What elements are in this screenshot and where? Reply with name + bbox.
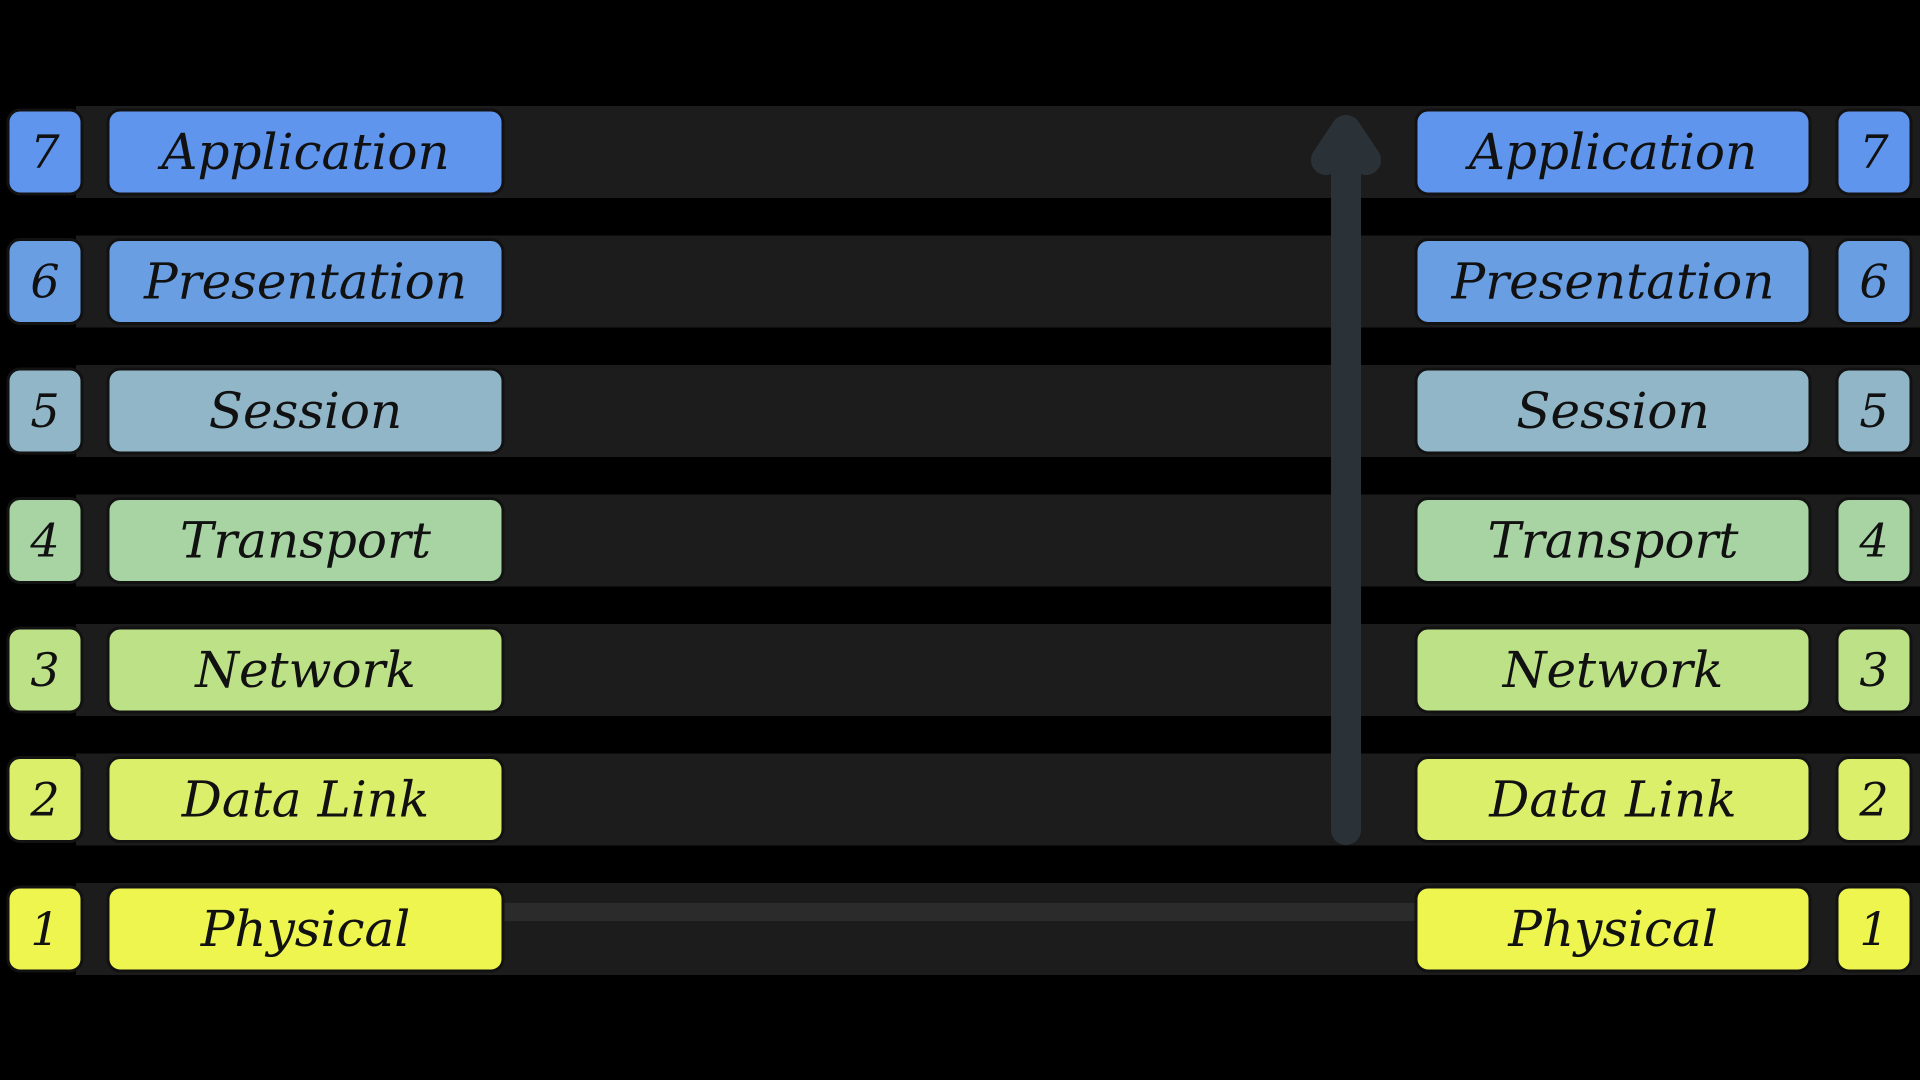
left-layer-application-label: Application xyxy=(106,108,505,196)
left-layer-session-number: 5 xyxy=(6,367,84,455)
right-layer-physical-label: Physical xyxy=(1414,885,1812,973)
right-layer-physical-label-text: Physical xyxy=(1507,900,1718,958)
right-layer-presentation-label: Presentation xyxy=(1414,238,1812,325)
left-layer-network-number-text: 3 xyxy=(30,643,59,697)
left-layer-physical-number: 1 xyxy=(6,885,84,973)
left-layer-network-number: 3 xyxy=(6,626,84,714)
right-layer-transport-number-shape xyxy=(1835,497,1913,584)
right-layer-presentation-label-shape xyxy=(1414,238,1812,325)
right-layer-application-label-text: Application xyxy=(1465,123,1757,181)
right-layer-data-link-label-shape xyxy=(1414,756,1812,843)
left-layer-physical-number-shape xyxy=(6,885,84,973)
upward-arrow xyxy=(1311,115,1381,845)
right-layer-presentation-number-text: 6 xyxy=(1859,255,1888,309)
right-layer-session-label-shape xyxy=(1414,367,1812,455)
left-layer-application-number-text: 7 xyxy=(30,125,60,179)
left-layer-transport-label: Transport xyxy=(106,497,505,584)
right-layer-data-link-label: Data Link xyxy=(1414,756,1812,843)
left-layer-presentation-number-shape xyxy=(6,238,84,325)
left-layer-network-label-shape xyxy=(106,626,505,714)
right-layer-transport-label-shape xyxy=(1414,497,1812,584)
right-layer-network-label: Network xyxy=(1414,626,1812,714)
left-layer-transport-number-text: 4 xyxy=(29,514,59,568)
right-layer-presentation-number: 6 xyxy=(1835,238,1913,325)
left-layer-physical-label-shape xyxy=(106,885,505,973)
right-layer-physical-number: 1 xyxy=(1835,885,1913,973)
right-layer-transport-number-text: 4 xyxy=(1858,514,1888,568)
left-layer-data-link-number-text: 2 xyxy=(29,773,59,827)
left-layer-application-label-text: Application xyxy=(157,123,449,181)
right-layer-data-link-number: 2 xyxy=(1835,756,1913,843)
left-layer-data-link-label: Data Link xyxy=(106,756,505,843)
right-layer-network-number-text: 3 xyxy=(1859,643,1888,697)
right-layer-physical-number-text: 1 xyxy=(1859,902,1888,956)
right-layer-application-number-shape xyxy=(1835,108,1913,196)
left-layer-network-label: Network xyxy=(106,626,505,714)
left-layer-session-label-shape xyxy=(106,367,505,455)
left-layer-application-label-shape xyxy=(106,108,505,196)
left-layer-presentation-label-text: Presentation xyxy=(143,253,467,311)
right-layer-application-number: 7 xyxy=(1835,108,1913,196)
right-layer-session-label: Session xyxy=(1414,367,1812,455)
right-layer-network-number: 3 xyxy=(1835,626,1913,714)
right-layer-network-label-shape xyxy=(1414,626,1812,714)
left-layer-network-label-text: Network xyxy=(194,641,416,699)
left-layer-transport-number-shape xyxy=(6,497,84,584)
left-layer-presentation-label-shape xyxy=(106,238,505,325)
left-layer-session-number-text: 5 xyxy=(30,384,59,438)
right-layer-application-label-shape xyxy=(1414,108,1812,196)
right-layer-session-number-text: 5 xyxy=(1859,384,1888,438)
left-layer-session-label: Session xyxy=(106,367,505,455)
left-layer-transport-label-text: Transport xyxy=(180,512,432,570)
right-layer-physical-label-shape xyxy=(1414,885,1812,973)
left-layer-session-number-shape xyxy=(6,367,84,455)
right-layer-presentation-number-shape xyxy=(1835,238,1913,325)
left-layer-physical-label: Physical xyxy=(106,885,505,973)
left-layer-application-number-shape xyxy=(6,108,84,196)
right-layer-transport-number: 4 xyxy=(1835,497,1913,584)
left-layer-physical-label-text: Physical xyxy=(200,900,411,958)
right-layer-session-number-shape xyxy=(1835,367,1913,455)
left-layer-data-link-number-shape xyxy=(6,756,84,843)
right-layer-presentation-label-text: Presentation xyxy=(1451,253,1775,311)
right-layer-network-label-text: Network xyxy=(1502,641,1724,699)
left-layer-physical-number-text: 1 xyxy=(30,902,59,956)
left-layer-transport-number: 4 xyxy=(6,497,84,584)
left-layer-network-number-shape xyxy=(6,626,84,714)
left-layer-data-link-number: 2 xyxy=(6,756,84,843)
left-layer-presentation-number: 6 xyxy=(6,238,84,325)
right-layer-transport-label: Transport xyxy=(1414,497,1812,584)
left-layer-data-link-label-text: Data Link xyxy=(181,771,429,829)
right-layer-data-link-label-text: Data Link xyxy=(1488,771,1736,829)
left-layer-session-label-text: Session xyxy=(209,382,402,440)
left-layer-presentation-label: Presentation xyxy=(106,238,505,325)
right-layer-session-label-text: Session xyxy=(1516,382,1709,440)
right-layer-application-label: Application xyxy=(1414,108,1812,196)
left-layer-data-link-label-shape xyxy=(106,756,505,843)
right-layer-transport-label-text: Transport xyxy=(1487,512,1739,570)
right-layer-network-number-shape xyxy=(1835,626,1913,714)
right-layer-data-link-number-text: 2 xyxy=(1858,773,1888,827)
left-layer-transport-label-shape xyxy=(106,497,505,584)
left-layer-presentation-number-text: 6 xyxy=(30,255,59,309)
left-layer-application-number: 7 xyxy=(6,108,84,196)
right-layer-session-number: 5 xyxy=(1835,367,1913,455)
right-layer-physical-number-shape xyxy=(1835,885,1913,973)
connectors xyxy=(497,115,1423,921)
right-layer-data-link-number-shape xyxy=(1835,756,1913,843)
left-osi-stack: 7 Application 6 Presentation 5 Session 4 Transp… xyxy=(6,108,505,973)
right-layer-application-number-text: 7 xyxy=(1859,125,1889,179)
